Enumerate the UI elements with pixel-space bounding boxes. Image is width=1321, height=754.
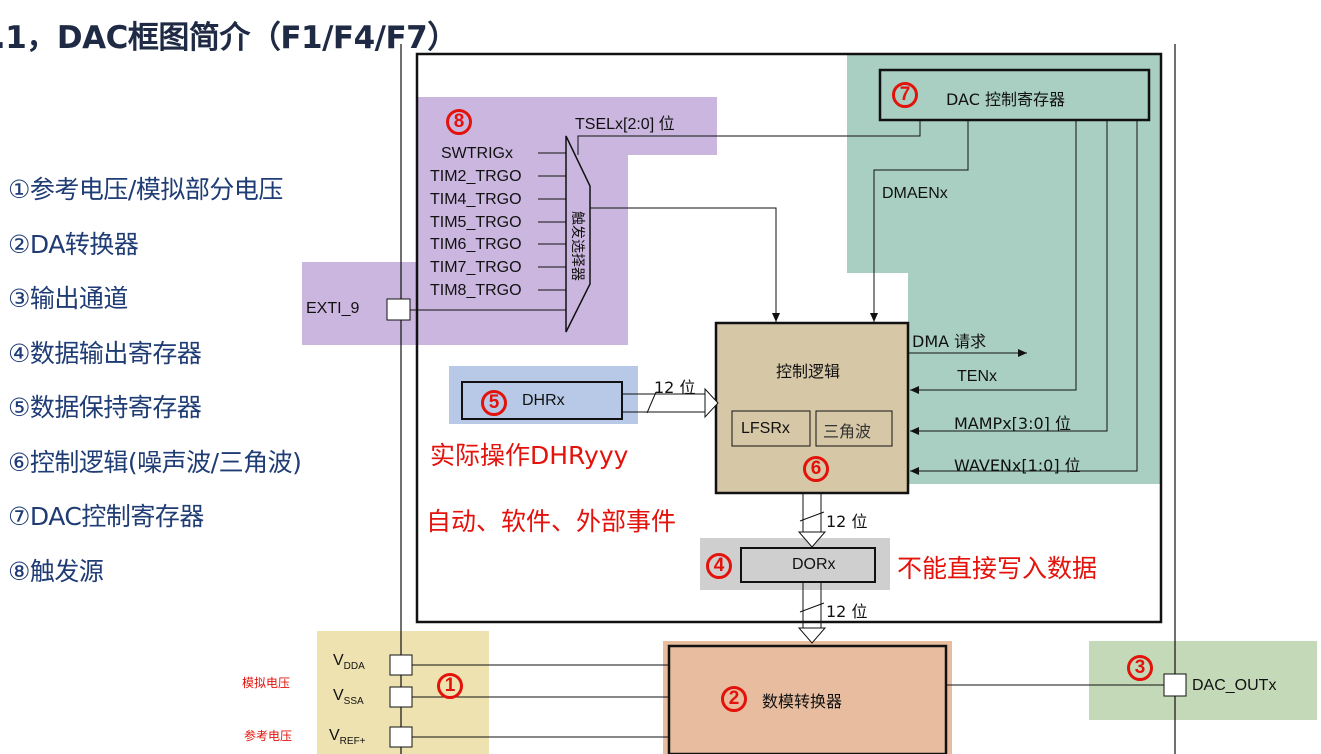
trigger-input-label: TIM8_TRGO	[430, 282, 522, 299]
vref-pin	[389, 726, 413, 748]
legend-item: ⑧触发源	[8, 556, 104, 586]
dhr-to-logic-arrow	[622, 387, 719, 419]
marker-2: 2	[721, 686, 747, 712]
logic-to-dor-arrow	[797, 493, 827, 548]
vssa-label: VSSA	[333, 687, 364, 708]
converter-box	[667, 644, 948, 754]
legend-item: ④数据输出寄存器	[8, 338, 202, 368]
dhr-bits-label: 12 位	[654, 378, 696, 397]
exti-label: EXTI_9	[306, 300, 360, 317]
vref-label: VREF+	[329, 727, 366, 748]
lfsr-label: LFSRx	[741, 420, 790, 437]
note-dhr: 实际操作DHRyyy	[430, 441, 629, 470]
legend-item: ⑥控制逻辑(噪声波/三角波)	[8, 447, 302, 477]
vssa-pin	[389, 686, 413, 708]
dhr-box	[461, 381, 623, 420]
dac-frame	[415, 52, 1163, 624]
marker-5: 5	[481, 390, 507, 416]
dmaen-label: DMAENx	[882, 185, 948, 202]
dor-to-converter-arrow	[797, 582, 827, 644]
dhr-region	[449, 366, 638, 424]
converter-label: 数模转换器	[762, 692, 843, 711]
marker-7: 7	[892, 82, 918, 108]
output-region	[1089, 641, 1317, 720]
note-analog-voltage: 模拟电压	[242, 676, 291, 690]
legend-item: ①参考电压/模拟部分电压	[8, 175, 283, 204]
dor-box	[740, 547, 876, 583]
marker-4: 4	[706, 553, 732, 579]
lfsr-box	[731, 410, 811, 447]
triangle-box	[815, 410, 893, 447]
waven-label: WAVENx[1:0] 位	[954, 456, 1081, 475]
ten-label: TENx	[957, 368, 997, 385]
dac-out-label: DAC_OUTx	[1192, 677, 1277, 694]
dac-control-register-box	[878, 68, 1151, 122]
vdda-pin	[389, 654, 413, 676]
dor-bits-label: 12 位	[826, 512, 868, 531]
trigger-input-label: SWTRIGx	[441, 145, 513, 162]
converter-bits-label: 12 位	[826, 602, 868, 621]
legend-item: ⑦DAC控制寄存器	[8, 502, 204, 531]
trigger-input-label: TIM6_TRGO	[430, 236, 522, 253]
triangle-label: 三角波	[823, 422, 872, 441]
tsel-label: TSELx[2:0] 位	[575, 116, 675, 133]
mamp-label: MAMPx[3:0] 位	[954, 414, 1071, 433]
trigger-selector-label: 触发选择器	[569, 211, 585, 281]
trigger-input-label: TIM5_TRGO	[430, 214, 522, 231]
note-dor: 不能直接写入数据	[897, 554, 1098, 583]
marker-6: 6	[803, 456, 829, 482]
legend-item: ②DA转换器	[8, 229, 139, 259]
note-trigger: 自动、软件、外部事件	[426, 507, 677, 536]
marker-8: 8	[446, 109, 472, 135]
legend-item: ⑤数据保持寄存器	[8, 393, 202, 422]
dac-out-pin	[1163, 673, 1187, 697]
dhr-label: DHRx	[522, 392, 565, 409]
trigger-region	[416, 155, 628, 345]
dma-request-label: DMA 请求	[912, 332, 987, 351]
marker-1: 1	[437, 673, 463, 699]
exti-pin	[386, 298, 411, 321]
trigger-input-label: TIM2_TRGO	[430, 168, 522, 185]
note-reference-voltage: 参考电压	[244, 729, 293, 743]
converter-region	[663, 641, 952, 754]
vdda-label: VDDA	[333, 652, 365, 673]
trigger-input-label: TIM7_TRGO	[430, 259, 522, 276]
legend-list: ①参考电压/模拟部分电压 ②DA转换器 ③输出通道 ④数据输出寄存器 ⑤数据保持…	[8, 172, 302, 608]
legend-item: ③输出通道	[8, 284, 128, 313]
control-logic-label: 控制逻辑	[776, 362, 841, 381]
dor-label: DORx	[792, 556, 836, 573]
trigger-input-label: TIM4_TRGO	[430, 191, 522, 208]
dac-control-register-label: DAC 控制寄存器	[946, 90, 1065, 109]
ctrl-reg-region	[908, 270, 1161, 484]
marker-3: 3	[1127, 655, 1153, 681]
page-title: .1，DAC框图简介（F1/F4/F7）	[0, 20, 458, 56]
